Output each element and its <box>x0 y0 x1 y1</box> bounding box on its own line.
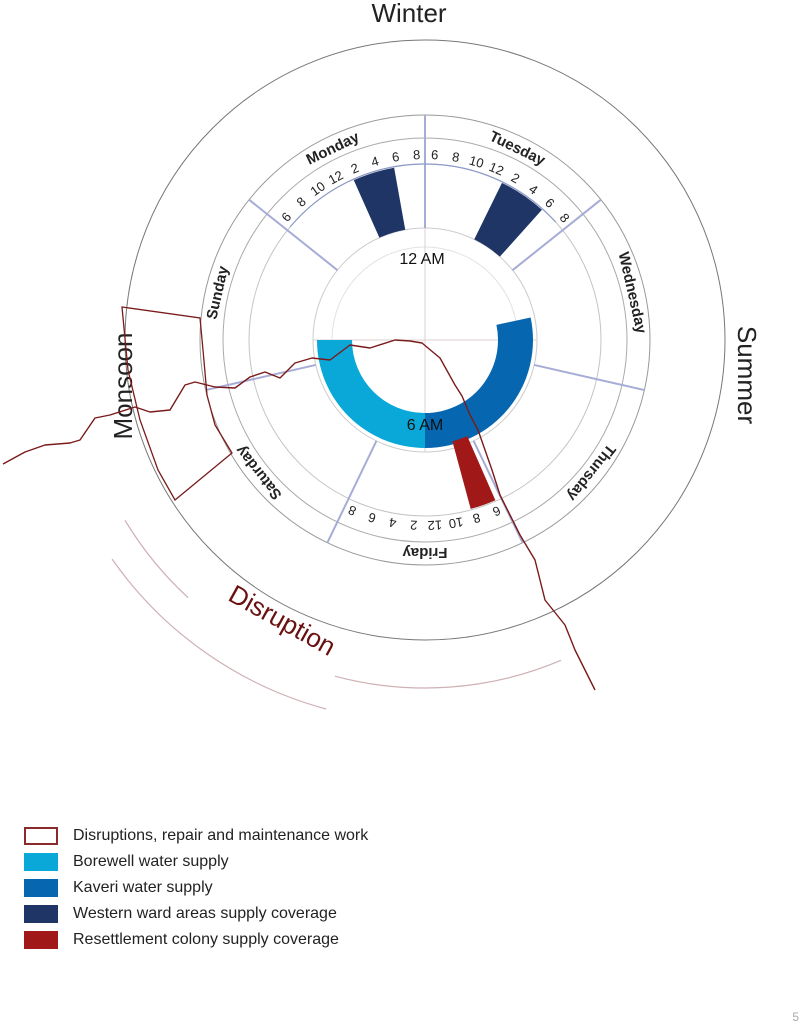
disruption-season-arc <box>334 659 562 689</box>
hour-tick-label: 12 <box>427 517 442 533</box>
legend-swatch <box>24 853 58 871</box>
clock-12am-label: 12 AM <box>399 251 444 268</box>
day-divider <box>511 198 602 271</box>
water-supply-radial-diagram: Winter Summer Monsoon Disruption 12 AM 6… <box>2 0 762 710</box>
western-ward-coverage-monday <box>353 167 406 238</box>
hour-tick-label: 8 <box>451 149 461 165</box>
legend-label: Western ward areas supply coverage <box>73 905 337 922</box>
legend: Disruptions, repair and maintenance work… <box>24 823 368 953</box>
diagram-labels: Winter Summer Monsoon Disruption 12 AM 6… <box>108 0 762 662</box>
legend-swatch <box>24 931 58 949</box>
legend-item: Resettlement colony supply coverage <box>24 927 368 953</box>
season-winter-label: Winter <box>371 0 446 28</box>
day-divider <box>326 440 378 544</box>
hour-tick-label: 4 <box>526 181 541 197</box>
legend-item: Borewell water supply <box>24 849 368 875</box>
legend-label: Disruptions, repair and maintenance work <box>73 827 369 844</box>
hour-tick-label: 6 <box>366 510 377 526</box>
disruption-overlay <box>2 306 596 691</box>
disruption-label: Disruption <box>224 579 341 662</box>
season-summer-label: Summer <box>732 326 762 425</box>
disruption-season-arc <box>111 558 327 710</box>
legend-label: Kaveri water supply <box>73 879 213 896</box>
hour-tick-label: 2 <box>509 170 523 187</box>
day-divider <box>533 363 645 392</box>
diagram-marks <box>317 167 542 509</box>
day-label-sunday: Sunday <box>204 264 233 321</box>
hour-tick-label: 4 <box>369 153 380 169</box>
disruption-region-outline <box>121 306 233 501</box>
hour-tick-label: 10 <box>307 178 327 199</box>
page-number: 5 <box>792 1010 799 1024</box>
legend-swatch <box>24 827 58 845</box>
day-label-saturday: Saturday <box>232 442 286 503</box>
hour-tick-label: 8 <box>413 147 421 162</box>
hour-tick-label: 2 <box>410 517 418 532</box>
hour-arc <box>289 163 557 228</box>
hour-tick-label: 10 <box>467 153 485 171</box>
disruption-path <box>2 339 596 691</box>
kaveri-supply-arc <box>425 317 533 448</box>
hour-tick-label: 8 <box>293 194 308 210</box>
western-ward-coverage-tuesday <box>474 182 542 257</box>
day-divider <box>248 198 339 271</box>
borewell-supply-arc <box>317 340 425 448</box>
disruption-season-arc <box>124 519 189 599</box>
hour-tick-label: 8 <box>346 502 359 519</box>
day-divider <box>472 440 524 544</box>
hour-tick-label: 6 <box>542 195 557 211</box>
hour-tick-label: 6 <box>490 503 502 520</box>
hour-tick-label: 4 <box>388 515 398 531</box>
hour-tick-label: 2 <box>349 160 361 177</box>
day-label-thursday: Thursday <box>563 441 619 505</box>
season-monsoon-label: Monsoon <box>108 333 138 440</box>
legend-label: Resettlement colony supply coverage <box>73 931 339 948</box>
hour-tick-label: 6 <box>278 209 294 224</box>
day-divider <box>205 363 317 392</box>
legend-swatch <box>24 905 58 923</box>
legend-item: Disruptions, repair and maintenance work <box>24 823 368 849</box>
legend-swatch <box>24 879 58 897</box>
day-label-friday: Friday <box>402 544 448 561</box>
hour-tick-label: 6 <box>431 147 439 162</box>
hour-tick-label: 12 <box>487 159 506 178</box>
legend-item: Western ward areas supply coverage <box>24 901 368 927</box>
legend-item: Kaveri water supply <box>24 875 368 901</box>
hour-tick-label: 12 <box>326 167 346 187</box>
clock-6am-label: 6 AM <box>407 417 443 434</box>
resettlement-coverage-friday <box>452 436 496 509</box>
hour-tick-label: 8 <box>471 510 482 526</box>
hour-tick-label: 10 <box>448 514 465 531</box>
diagram-base <box>111 39 726 710</box>
hour-tick-label: 6 <box>391 149 401 165</box>
legend-label: Borewell water supply <box>73 853 229 870</box>
